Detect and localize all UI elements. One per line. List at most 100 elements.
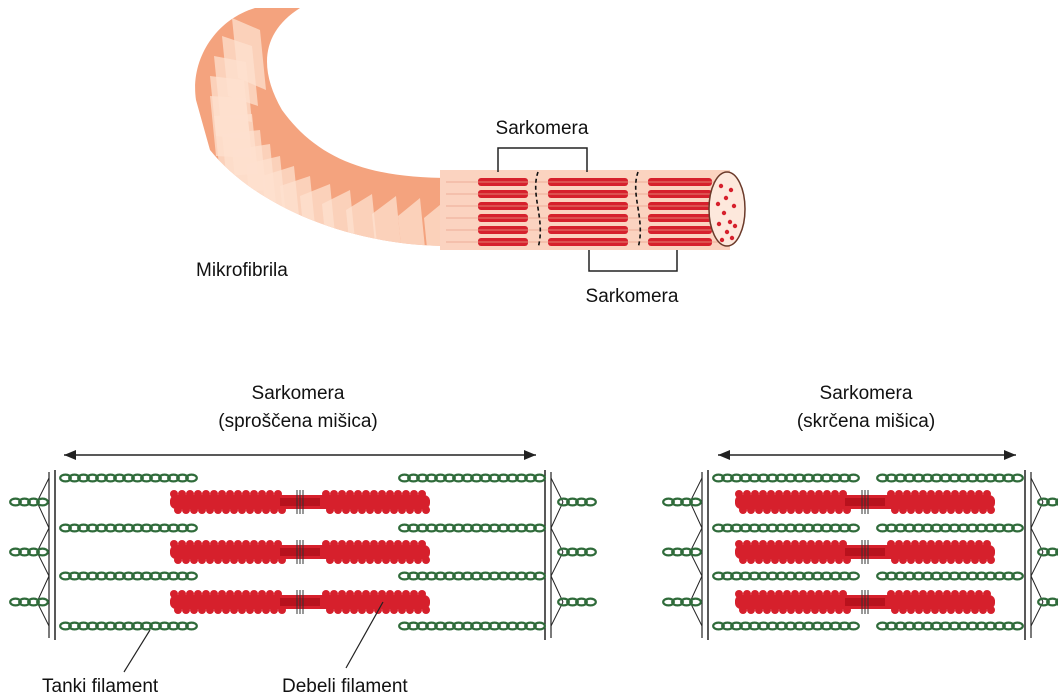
myofibril bbox=[195, 8, 745, 278]
myosin-head bbox=[406, 606, 414, 614]
myosin-head bbox=[915, 606, 923, 614]
myosin-head bbox=[406, 506, 414, 514]
myosin-head bbox=[394, 590, 402, 598]
myosin-head bbox=[370, 490, 378, 498]
myosin-head bbox=[274, 540, 282, 548]
myosin-head bbox=[967, 490, 975, 498]
myosin-head bbox=[174, 506, 182, 514]
myosin-head bbox=[831, 490, 839, 498]
myosin-head bbox=[230, 506, 238, 514]
myosin-head bbox=[983, 490, 991, 498]
myosin-head bbox=[787, 606, 795, 614]
myosin-head bbox=[939, 606, 947, 614]
myosin-head bbox=[903, 590, 911, 598]
myosin-head bbox=[835, 556, 843, 564]
myosin-head bbox=[799, 540, 807, 548]
myosin-head bbox=[835, 506, 843, 514]
myosin-head bbox=[931, 556, 939, 564]
myosin-head bbox=[803, 606, 811, 614]
myosin-head bbox=[799, 590, 807, 598]
myosin-head bbox=[226, 490, 234, 498]
myosin-head bbox=[414, 556, 422, 564]
cross-section-dot bbox=[730, 236, 734, 240]
myosin-head bbox=[266, 540, 274, 548]
myosin-head bbox=[326, 506, 334, 514]
myosin-head bbox=[274, 490, 282, 498]
myosin-head bbox=[206, 556, 214, 564]
myosin-head bbox=[210, 490, 218, 498]
myosin-head bbox=[843, 506, 851, 514]
myosin-head bbox=[743, 590, 751, 598]
myosin-head bbox=[250, 490, 258, 498]
myosin-head bbox=[338, 490, 346, 498]
myosin-head bbox=[366, 556, 374, 564]
myosin-head bbox=[807, 540, 815, 548]
myosin-head bbox=[266, 590, 274, 598]
myosin-head bbox=[218, 590, 226, 598]
myosin-head bbox=[747, 506, 755, 514]
myosin-head bbox=[170, 540, 178, 548]
myosin-head bbox=[414, 506, 422, 514]
myosin-head bbox=[931, 506, 939, 514]
myosin-head bbox=[350, 556, 358, 564]
thick-filament bbox=[170, 590, 430, 614]
myosin-head bbox=[362, 490, 370, 498]
myosin-head bbox=[262, 606, 270, 614]
myosin-head bbox=[222, 606, 230, 614]
myosin-head bbox=[242, 490, 250, 498]
myosin-head bbox=[955, 606, 963, 614]
myosin-head bbox=[979, 556, 987, 564]
myosin-head bbox=[783, 490, 791, 498]
myosin-head bbox=[350, 606, 358, 614]
myosin-head bbox=[342, 606, 350, 614]
myosin-head bbox=[174, 556, 182, 564]
myosin-head bbox=[911, 490, 919, 498]
myosin-head bbox=[771, 506, 779, 514]
myosin-head bbox=[795, 606, 803, 614]
myosin-head bbox=[787, 506, 795, 514]
myosin-head bbox=[402, 490, 410, 498]
myosin-head bbox=[939, 506, 947, 514]
myosin-head bbox=[218, 490, 226, 498]
thin-filament bbox=[10, 549, 48, 556]
myosin-head bbox=[907, 606, 915, 614]
myosin-head bbox=[410, 490, 418, 498]
sarcomere-label-bottom: Sarkomera bbox=[586, 286, 679, 307]
thin-filament bbox=[60, 475, 197, 482]
thin-filament bbox=[663, 499, 701, 506]
thin-filament bbox=[713, 525, 859, 532]
contracted-title: Sarkomera bbox=[820, 383, 913, 404]
myosin-head bbox=[390, 606, 398, 614]
myosin-head bbox=[947, 606, 955, 614]
myosin-head bbox=[983, 590, 991, 598]
myosin-head bbox=[939, 556, 947, 564]
myosin-head bbox=[194, 490, 202, 498]
myosin-head bbox=[254, 606, 262, 614]
myosin-head bbox=[198, 606, 206, 614]
myosin-head bbox=[262, 556, 270, 564]
myosin-head bbox=[827, 506, 835, 514]
myosin-head bbox=[799, 490, 807, 498]
myosin-head bbox=[222, 556, 230, 564]
myosin-head bbox=[370, 540, 378, 548]
myosin-head bbox=[919, 590, 927, 598]
sarcomere-label-top: Sarkomera bbox=[496, 118, 589, 139]
thick-filament bbox=[735, 540, 995, 564]
myosin-head bbox=[967, 540, 975, 548]
cross-section-dot bbox=[722, 211, 726, 215]
myosin-head bbox=[378, 540, 386, 548]
myosin-head bbox=[278, 506, 286, 514]
cross-section-dot bbox=[729, 188, 733, 192]
myosin-head bbox=[346, 590, 354, 598]
thin-filament bbox=[60, 623, 197, 630]
myosin-head bbox=[190, 606, 198, 614]
thin-filament-label: Tanki filament bbox=[42, 676, 159, 697]
myosin-head bbox=[374, 556, 382, 564]
myosin-head bbox=[971, 556, 979, 564]
myosin-head bbox=[234, 540, 242, 548]
myosin-head bbox=[955, 556, 963, 564]
myosin-head bbox=[330, 540, 338, 548]
myosin-head bbox=[386, 490, 394, 498]
myosin-head bbox=[971, 606, 979, 614]
myosin-head bbox=[194, 540, 202, 548]
